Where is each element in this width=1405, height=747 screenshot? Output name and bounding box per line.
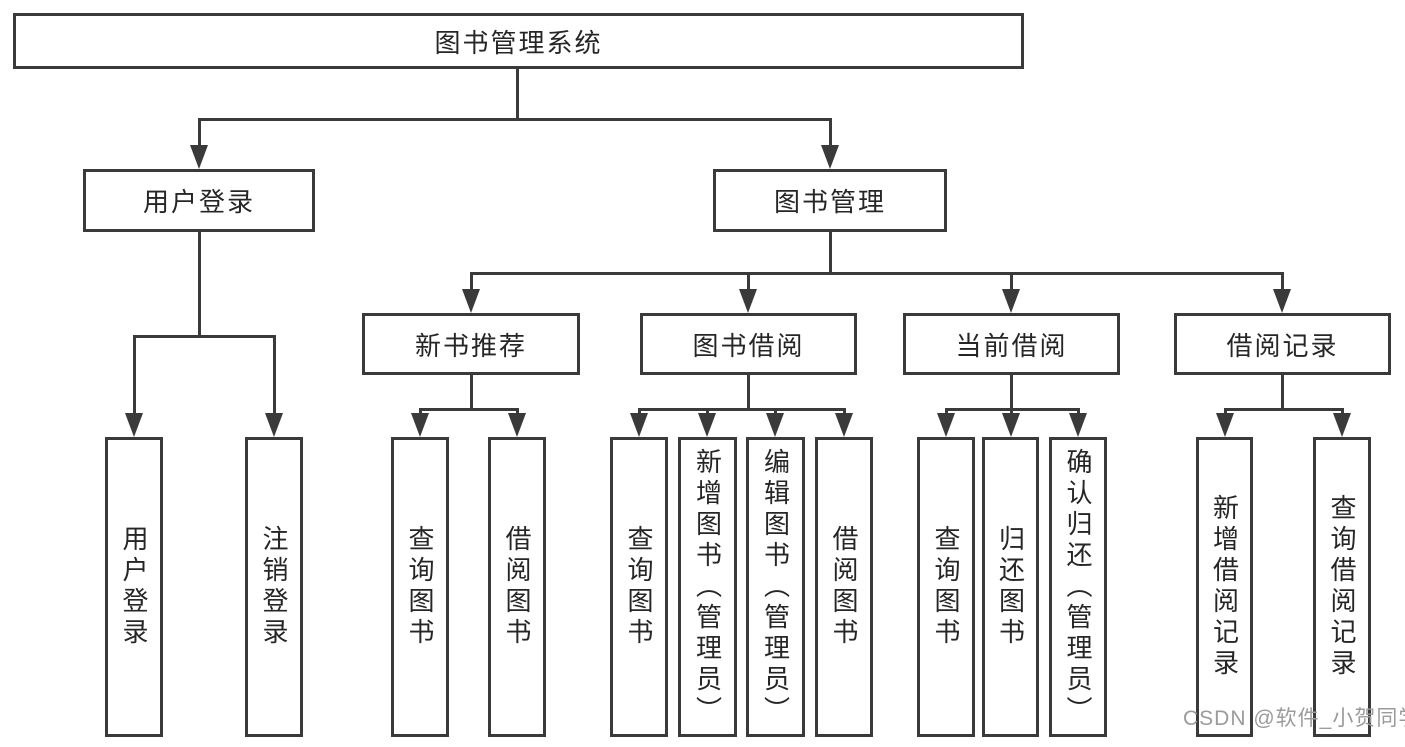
node-borrow-records-label: 借阅记录 xyxy=(1226,330,1339,361)
arrowhead-down-icon xyxy=(1002,413,1020,437)
leaf-borrow-edit-label: 编辑图书（管理员） xyxy=(760,447,791,727)
leaf-borrow-borrow: 借阅图书 xyxy=(815,437,873,737)
connector-vline xyxy=(843,408,846,416)
arrowhead-down-icon xyxy=(937,413,955,437)
connector-vline xyxy=(747,272,750,292)
connector-vline xyxy=(1281,272,1284,292)
leaf-newbook-borrow: 借阅图书 xyxy=(488,437,546,737)
connector-hline xyxy=(419,408,519,411)
node-user-login: 用户登录 xyxy=(83,169,315,232)
leaf-record-add: 新增借阅记录 xyxy=(1196,437,1253,737)
leaf-newbook-query: 查询图书 xyxy=(391,437,449,737)
arrowhead-down-icon xyxy=(821,145,839,169)
node-book-borrow: 图书借阅 xyxy=(640,313,857,375)
node-current-borrow: 当前借阅 xyxy=(903,313,1120,375)
connector-vline xyxy=(198,231,201,338)
watermark: CSDN @软件_小贺同学 xyxy=(1183,707,1405,730)
connector-vline xyxy=(638,408,641,416)
leaf-borrow-borrow-label: 借阅图书 xyxy=(829,525,859,649)
leaf-borrow-edit: 编辑图书（管理员） xyxy=(746,437,805,737)
connector-vline xyxy=(1010,272,1013,292)
connector-hline xyxy=(470,272,1284,275)
leaf-logout-label: 注销登录 xyxy=(259,525,289,649)
connector-hline xyxy=(198,118,832,121)
connector-vline xyxy=(1341,408,1344,416)
connector-vline xyxy=(829,118,832,146)
arrowhead-down-icon xyxy=(766,413,784,437)
leaf-newbook-query-label: 查询图书 xyxy=(405,525,435,649)
arrowhead-down-icon xyxy=(1273,289,1291,313)
arrowhead-down-icon xyxy=(508,413,526,437)
leaf-current-return-label: 归还图书 xyxy=(995,525,1026,649)
connector-vline xyxy=(945,408,948,416)
leaf-borrow-query: 查询图书 xyxy=(610,437,668,737)
leaf-borrow-query-label: 查询图书 xyxy=(624,525,654,649)
arrowhead-down-icon xyxy=(698,413,716,437)
leaf-current-confirm-label: 确认归还（管理员） xyxy=(1063,447,1093,727)
connector-vline xyxy=(419,408,422,416)
leaf-current-confirm: 确认归还（管理员） xyxy=(1049,437,1107,737)
node-root: 图书管理系统 xyxy=(13,13,1024,69)
leaf-record-query: 查询借阅记录 xyxy=(1313,437,1371,737)
connector-hline xyxy=(133,335,276,338)
connector-vline xyxy=(470,374,473,411)
connector-vline xyxy=(1010,374,1013,411)
leaf-current-return: 归还图书 xyxy=(982,437,1039,737)
leaf-borrow-add: 新增图书（管理员） xyxy=(678,437,737,737)
arrowhead-down-icon xyxy=(739,289,757,313)
node-new-book-recommend: 新书推荐 xyxy=(362,313,580,375)
node-book-management: 图书管理 xyxy=(713,169,947,232)
connector-vline xyxy=(198,118,201,146)
connector-vline xyxy=(1077,408,1080,416)
arrowhead-down-icon xyxy=(411,413,429,437)
leaf-borrow-add-label: 新增图书（管理员） xyxy=(692,447,723,727)
connector-vline xyxy=(747,374,750,411)
node-current-borrow-label: 当前借阅 xyxy=(955,330,1068,361)
node-user-login-label: 用户登录 xyxy=(142,187,255,217)
arrowhead-down-icon xyxy=(125,413,143,437)
node-new-book-recommend-label: 新书推荐 xyxy=(414,330,527,361)
connector-vline xyxy=(1224,408,1227,416)
leaf-newbook-borrow-label: 借阅图书 xyxy=(502,525,532,649)
connector-vline xyxy=(706,408,709,416)
arrowhead-down-icon xyxy=(1069,413,1087,437)
arrowhead-down-icon xyxy=(1002,289,1020,313)
connector-vline xyxy=(133,335,136,414)
leaf-logout: 注销登录 xyxy=(245,437,303,737)
connector-vline xyxy=(1281,374,1284,411)
leaf-record-add-label: 新增借阅记录 xyxy=(1209,494,1240,680)
arrowhead-down-icon xyxy=(1333,413,1351,437)
connector-vline xyxy=(516,408,519,416)
leaf-user-login-label: 用户登录 xyxy=(119,525,149,649)
connector-hline xyxy=(638,408,846,411)
leaf-record-query-label: 查询借阅记录 xyxy=(1327,494,1357,680)
leaf-current-query: 查询图书 xyxy=(917,437,975,737)
node-root-label: 图书管理系统 xyxy=(434,27,603,58)
arrowhead-down-icon xyxy=(462,289,480,313)
connector-hline xyxy=(1224,408,1344,411)
arrowhead-down-icon xyxy=(835,413,853,437)
connector-vline xyxy=(470,272,473,292)
node-book-borrow-label: 图书借阅 xyxy=(692,330,805,361)
connector-vline xyxy=(774,408,777,416)
arrowhead-down-icon xyxy=(265,413,283,437)
node-borrow-records: 借阅记录 xyxy=(1174,313,1391,375)
arrowhead-down-icon xyxy=(1216,413,1234,437)
connector-vline xyxy=(516,68,519,121)
connector-vline xyxy=(1010,408,1013,416)
connector-vline xyxy=(273,335,276,414)
arrowhead-down-icon xyxy=(190,145,208,169)
leaf-user-login: 用户登录 xyxy=(105,437,163,737)
leaf-current-query-label: 查询图书 xyxy=(931,525,961,649)
connector-vline xyxy=(829,231,832,275)
node-book-management-label: 图书管理 xyxy=(773,187,886,217)
arrowhead-down-icon xyxy=(630,413,648,437)
